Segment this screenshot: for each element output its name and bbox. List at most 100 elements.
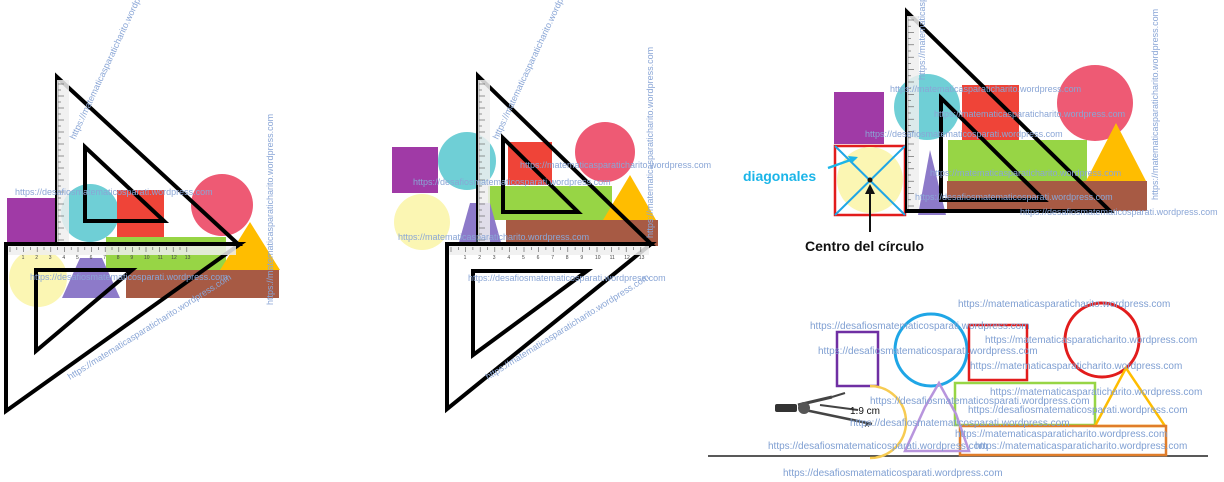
watermark-text: https://desafiosmatematicosparati.wordpr… xyxy=(865,129,1063,139)
ruler-number: 7 xyxy=(103,255,106,261)
red-square-outline xyxy=(967,323,1029,382)
ruler-number: 5 xyxy=(522,255,525,261)
watermark-text: https://desafiosmatematicosparati.wordpr… xyxy=(818,346,1038,357)
vertical-ruler-ticks xyxy=(58,83,64,241)
watermark-text: https://desafiosmatematicosparati.wordpr… xyxy=(783,468,1003,479)
vertical-ruler-ticks xyxy=(908,19,914,207)
ruler-number: 3 xyxy=(493,255,496,261)
watermark-text: https://matematicasparaticharito.wordpre… xyxy=(645,47,655,238)
ruler-number: 2 xyxy=(35,255,38,261)
yellow-circle-outline-partial xyxy=(869,384,908,460)
horizontal-ruler-scale xyxy=(8,246,236,255)
brown-rectangle xyxy=(947,181,1147,211)
center-arrowhead xyxy=(865,184,875,194)
watermark-text: https://matematicasparaticharito.wordpre… xyxy=(1150,9,1160,200)
ruler-number: 10 xyxy=(144,255,150,261)
watermark-text: https://matematicasparaticharito.wordpre… xyxy=(958,299,1170,310)
radius-label: 1.9 cm xyxy=(850,406,880,417)
ruler-number: 10 xyxy=(595,255,601,261)
vertical-ruler-scale xyxy=(907,16,919,209)
ruler-number: 3 xyxy=(49,255,52,261)
diagonals-label: diagonales xyxy=(743,168,816,184)
watermark-text: https://desafiosmatematicosparati.wordpr… xyxy=(870,396,1090,407)
pink-circle xyxy=(191,174,253,236)
watermark-text: https://desafiosmatematicosparati.wordpr… xyxy=(850,418,1070,429)
pink-circle xyxy=(1057,65,1133,141)
ruler-number: 6 xyxy=(90,255,93,261)
watermark-text: https://matematicasparaticharito.wordpre… xyxy=(930,168,1121,178)
ruler-number: 1 xyxy=(464,255,467,261)
watermark-text: https://desafiosmatematicosparati.wordpr… xyxy=(768,441,988,452)
watermark-text: https://matematicasparaticharito.wordpre… xyxy=(68,0,158,141)
brown-rectangle xyxy=(126,270,279,298)
yellow-triangle xyxy=(1086,123,1146,181)
ruler-number: 7 xyxy=(551,255,554,261)
watermark-text: https://matematicasparaticharito.wordpre… xyxy=(985,335,1197,346)
pink-circle xyxy=(575,122,635,182)
watermark-text: https://matematicasparaticharito.wordpre… xyxy=(520,160,711,170)
ruler-number: 13 xyxy=(185,255,191,261)
compass-icon xyxy=(775,392,873,426)
watermark-text: https://matematicasparaticharito.wordpre… xyxy=(265,114,275,305)
watermark-text: https://desafiosmatematicosparati.wordpr… xyxy=(468,273,666,283)
ruler-number: 6 xyxy=(537,255,540,261)
ruler-number: 11 xyxy=(610,255,615,261)
set-square-vertical-inner xyxy=(83,142,170,223)
watermark-text: https://matematicasparaticharito.wordpre… xyxy=(955,429,1167,440)
ruler-number: 12 xyxy=(624,255,630,261)
ruler-number: 4 xyxy=(62,255,65,261)
center-mark: × xyxy=(864,420,870,431)
ruler-number: 12 xyxy=(171,255,177,261)
watermark-text: https://desafiosmatematicosparati.wordpr… xyxy=(810,321,1030,332)
vertical-ruler-scale xyxy=(57,80,69,242)
ruler-number: 1 xyxy=(22,255,25,261)
panel-4: × 1.9 cm https://matematicasparaticharit… xyxy=(708,299,1208,479)
ruler-number: 4 xyxy=(507,255,510,261)
set-square-horizontal-inner xyxy=(471,269,594,359)
watermark-text: https://matematicasparaticharito.wordpre… xyxy=(970,361,1182,372)
watermark-text: https://matematicasparaticharito.wordpre… xyxy=(491,0,581,141)
set-square-horizontal xyxy=(445,242,657,414)
purple-square xyxy=(7,198,55,244)
panel-3: diagonales Centro del círculo https://ma… xyxy=(743,0,1218,254)
watermark-text: https://desafiosmatematicosparati.wordpr… xyxy=(968,405,1188,416)
watermark-text: https://matematicasparaticharito.wordpre… xyxy=(917,0,927,80)
purple-square xyxy=(392,147,438,193)
diagonals-arrowhead xyxy=(848,156,858,163)
watermark-text: https://matematicasparaticharito.wordpre… xyxy=(990,387,1202,398)
watermark-text: https://matematicasparaticharito.wordpre… xyxy=(934,109,1125,119)
watermark-text: https://matematicasparaticharito.wordpre… xyxy=(890,84,1081,94)
watermark-text: https://matematicasparaticharito.wordpre… xyxy=(975,441,1187,452)
set-square-horizontal xyxy=(4,242,247,415)
set-square-inner xyxy=(939,93,1049,202)
circle-center-label: Centro del círculo xyxy=(805,238,924,254)
cyan-circle xyxy=(61,184,119,242)
red-circle-outline xyxy=(1063,301,1141,379)
vertical-ruler-ticks xyxy=(479,83,485,241)
watermark-text: https://desafiosmatematicosparati.wordpr… xyxy=(413,177,611,187)
orange-rectangle-outline xyxy=(958,424,1168,457)
ruler-number: 11 xyxy=(158,255,163,261)
watermark-text: https://desafiosmatematicosparati.wordpr… xyxy=(1020,207,1218,217)
purple-square xyxy=(834,92,884,144)
set-square-horizontal-inner xyxy=(34,268,138,356)
watermark-text: https://desafiosmatematicosparati.wordpr… xyxy=(15,187,213,197)
ruler-number: 2 xyxy=(478,255,481,261)
light-yellow-circle xyxy=(394,194,450,250)
ruler-number: 8 xyxy=(117,255,120,261)
ruler-number: 9 xyxy=(130,255,133,261)
ruler-number: 5 xyxy=(76,255,79,261)
vertical-ruler-scale xyxy=(478,80,490,242)
blue-circle-outline xyxy=(893,312,969,388)
lavender-triangle-outline xyxy=(903,380,971,453)
purple-square-outline xyxy=(835,330,880,388)
horizontal-ruler-scale xyxy=(449,246,649,255)
watermark-text: https://desafiosmatematicosparati.wordpr… xyxy=(30,272,228,282)
set-square-vertical-inner xyxy=(501,133,583,214)
circle-center-point xyxy=(867,177,873,183)
